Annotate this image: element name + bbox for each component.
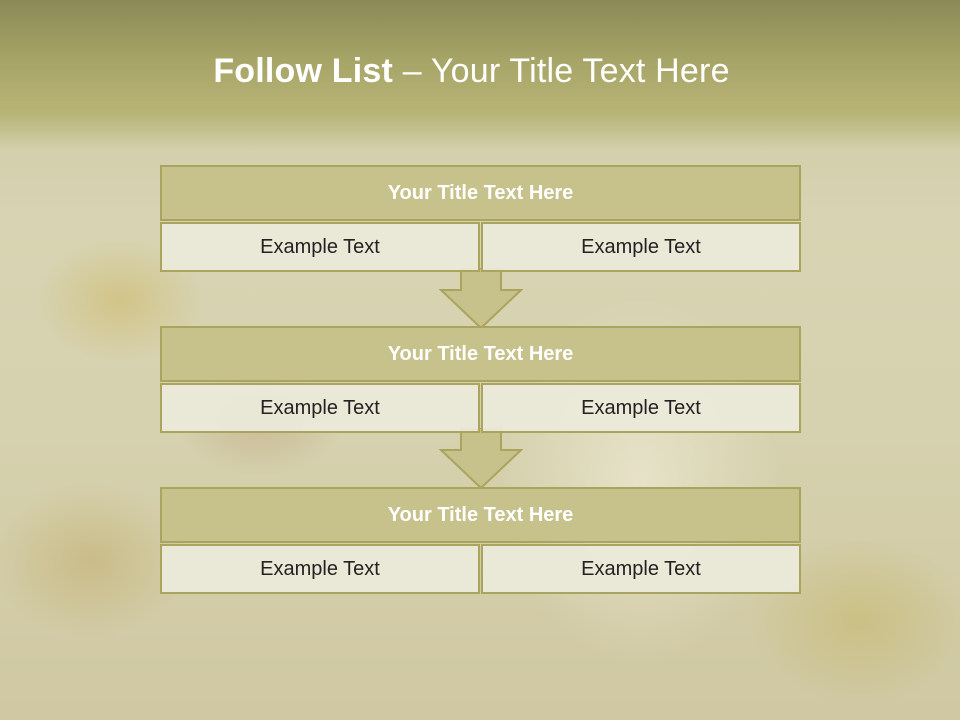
down-arrow-icon <box>439 428 523 490</box>
step-title: Your Title Text Here <box>160 165 801 221</box>
step-cell-left: Example Text <box>160 383 480 433</box>
step-cell-right: Example Text <box>481 222 801 272</box>
down-arrow-icon <box>439 268 523 330</box>
step-row: Example Text Example Text <box>160 544 801 594</box>
step-cell-left: Example Text <box>160 222 480 272</box>
step-row: Example Text Example Text <box>160 222 801 272</box>
step-title: Your Title Text Here <box>160 326 801 382</box>
step-block-2: Your Title Text Here Example Text Exampl… <box>160 326 801 433</box>
step-cell-left: Example Text <box>160 544 480 594</box>
step-title: Your Title Text Here <box>160 487 801 543</box>
slide-title-rest: – Your Title Text Here <box>393 52 730 90</box>
step-block-1: Your Title Text Here Example Text Exampl… <box>160 165 801 272</box>
slide-title-bold: Follow List <box>213 52 394 90</box>
step-cell-right: Example Text <box>481 544 801 594</box>
title-band <box>0 0 960 150</box>
step-block-3: Your Title Text Here Example Text Exampl… <box>160 487 801 594</box>
step-row: Example Text Example Text <box>160 383 801 433</box>
step-cell-right: Example Text <box>481 383 801 433</box>
slide-title: Follow List – Your Title Text Here <box>0 52 943 91</box>
